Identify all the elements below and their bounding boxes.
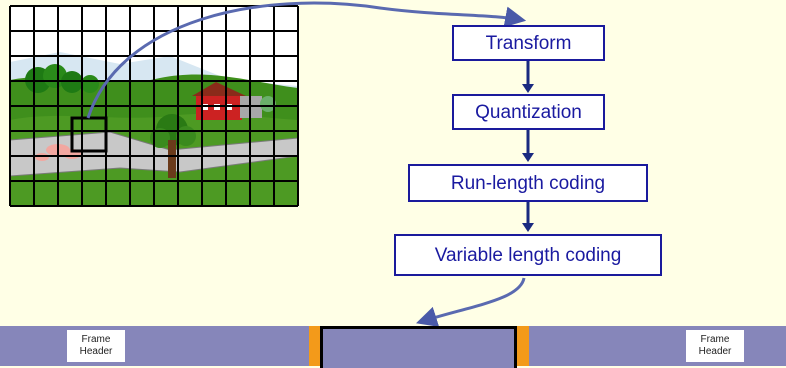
step-quantization: Quantization bbox=[452, 94, 605, 130]
frame-header-right-line2: Header bbox=[698, 346, 732, 357]
curve-arrow-block-to-transform bbox=[86, 1, 527, 119]
frame-header-left: Frame Header bbox=[67, 330, 125, 362]
step-run-length-coding: Run-length coding bbox=[408, 164, 648, 202]
block-boundary-marker-right bbox=[517, 326, 529, 366]
frame-header-left-line1: Frame bbox=[81, 334, 111, 345]
encoded-block-segment bbox=[320, 326, 517, 368]
curve-arrow-vlc-to-bitstream bbox=[415, 277, 526, 327]
block-grid bbox=[9, 5, 299, 207]
frame-header-left-line2: Header bbox=[79, 346, 113, 357]
step-variable-length-coding: Variable length coding bbox=[394, 234, 662, 276]
step-transform: Transform bbox=[452, 25, 605, 61]
step-arrows bbox=[522, 61, 534, 232]
frame-header-right: Frame Header bbox=[686, 330, 744, 362]
block-boundary-marker-left bbox=[309, 326, 321, 366]
frame-header-right-line1: Frame bbox=[700, 334, 730, 345]
